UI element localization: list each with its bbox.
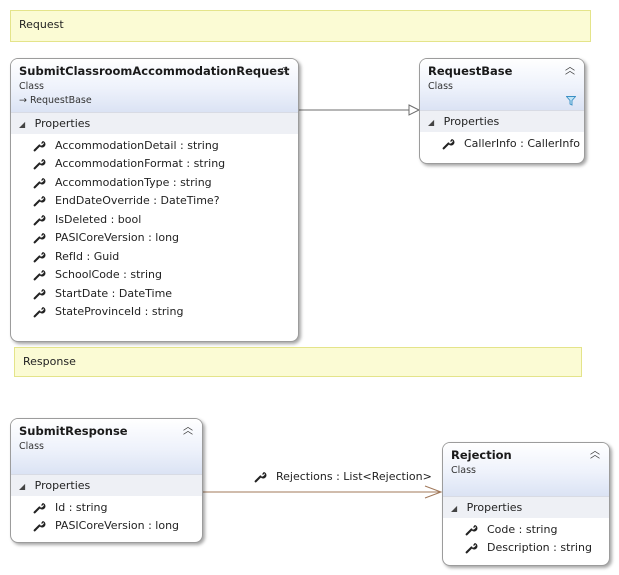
section-label: Properties [35,117,91,130]
association-label[interactable]: Rejections : List<Rejection> [254,470,432,483]
section-label: Properties [444,115,500,128]
property-label: PASICoreVersion : long [55,519,179,532]
wrench-icon [33,157,46,170]
collapse-chevron-icon[interactable]: ︿︿ [590,447,600,461]
class-header: Rejection Class ︿︿ [443,443,609,496]
properties-section-header[interactable]: ◢ Properties [11,112,298,134]
property-label: PASICoreVersion : long [55,231,179,244]
property-label: StartDate : DateTime [55,287,172,300]
property-row[interactable]: Code : string [443,520,609,539]
wrench-icon [33,213,46,226]
class-header: SubmitClassroomAccommodationRequest Clas… [11,59,298,112]
response-comment[interactable]: Response [14,347,582,377]
class-header: SubmitResponse Class ︿︿ [11,419,202,474]
property-label: RefId : Guid [55,250,119,263]
class-rejection[interactable]: Rejection Class ︿︿ ◢ Properties Code : s… [442,442,610,566]
base-class-label: → RequestBase [19,95,290,106]
wrench-icon [33,268,46,281]
class-request-base[interactable]: RequestBase Class ︿︿ ◢ Properties Caller… [419,58,585,164]
properties-list: AccommodationDetail : string Accommodati… [11,134,298,325]
association-text: Rejections : List<Rejection> [276,470,432,483]
wrench-icon [465,541,478,554]
class-submit-response[interactable]: SubmitResponse Class ︿︿ ◢ Properties Id … [10,418,203,543]
expand-triangle-icon[interactable]: ◢ [428,118,434,127]
properties-section-header[interactable]: ◢ Properties [443,496,609,518]
wrench-icon [33,501,46,514]
property-label: Id : string [55,501,108,514]
property-label: Code : string [487,523,557,536]
properties-list: CallerInfo : CallerInfo [420,132,584,157]
wrench-icon [33,287,46,300]
property-label: SchoolCode : string [55,268,162,281]
class-submit-classroom-accommodation-request[interactable]: SubmitClassroomAccommodationRequest Clas… [10,58,299,342]
filter-icon[interactable] [566,96,576,106]
class-header: RequestBase Class ︿︿ [420,59,584,110]
property-row[interactable]: CallerInfo : CallerInfo [420,134,584,153]
wrench-icon [33,139,46,152]
class-kind: Class [19,441,194,452]
request-comment[interactable]: Request [10,10,591,42]
property-row[interactable]: PASICoreVersion : long [11,229,298,248]
inheritance-arrowhead [409,105,419,115]
property-row[interactable]: StateProvinceId : string [11,303,298,322]
expand-triangle-icon[interactable]: ◢ [451,504,457,513]
property-row[interactable]: RefId : Guid [11,247,298,266]
property-row[interactable]: AccommodationType : string [11,173,298,192]
expand-triangle-icon[interactable]: ◢ [19,120,25,129]
class-name: Rejection [451,448,601,462]
class-name: SubmitResponse [19,424,194,438]
property-row[interactable]: StartDate : DateTime [11,284,298,303]
class-kind: Class [19,81,290,92]
collapse-chevron-icon[interactable]: ︿︿ [183,423,193,437]
request-comment-text: Request [19,18,64,31]
property-row[interactable]: AccommodationFormat : string [11,155,298,174]
properties-section-header[interactable]: ◢ Properties [11,474,202,496]
collapse-chevron-icon[interactable]: ︿︿ [279,63,289,77]
property-label: AccommodationFormat : string [55,157,225,170]
wrench-icon [465,523,478,536]
section-label: Properties [35,479,91,492]
class-name: SubmitClassroomAccommodationRequest [19,64,290,78]
wrench-icon [33,305,46,318]
section-label: Properties [467,501,523,514]
property-row[interactable]: Id : string [11,498,202,517]
property-label: EndDateOverride : DateTime? [55,194,220,207]
property-label: AccommodationDetail : string [55,139,219,152]
property-label: Description : string [487,541,592,554]
property-row[interactable]: SchoolCode : string [11,266,298,285]
class-name: RequestBase [428,64,576,78]
response-comment-text: Response [23,355,76,368]
collapse-chevron-icon[interactable]: ︿︿ [565,63,575,77]
class-kind: Class [428,81,576,92]
wrench-icon [33,519,46,532]
property-label: AccommodationType : string [55,176,212,189]
properties-list: Code : string Description : string [443,518,609,561]
properties-list: Id : string PASICoreVersion : long [11,496,202,539]
property-label: IsDeleted : bool [55,213,141,226]
wrench-icon [33,176,46,189]
property-label: StateProvinceId : string [55,305,183,318]
wrench-icon [33,250,46,263]
property-row[interactable]: Description : string [443,539,609,558]
wrench-icon [442,137,455,150]
properties-section-header[interactable]: ◢ Properties [420,110,584,132]
property-row[interactable]: PASICoreVersion : long [11,517,202,536]
expand-triangle-icon[interactable]: ◢ [19,482,25,491]
property-row[interactable]: IsDeleted : bool [11,210,298,229]
property-label: CallerInfo : CallerInfo [464,137,580,150]
wrench-icon [254,470,267,483]
property-row[interactable]: EndDateOverride : DateTime? [11,192,298,211]
wrench-icon [33,231,46,244]
class-kind: Class [451,465,601,476]
wrench-icon [33,194,46,207]
property-row[interactable]: AccommodationDetail : string [11,136,298,155]
